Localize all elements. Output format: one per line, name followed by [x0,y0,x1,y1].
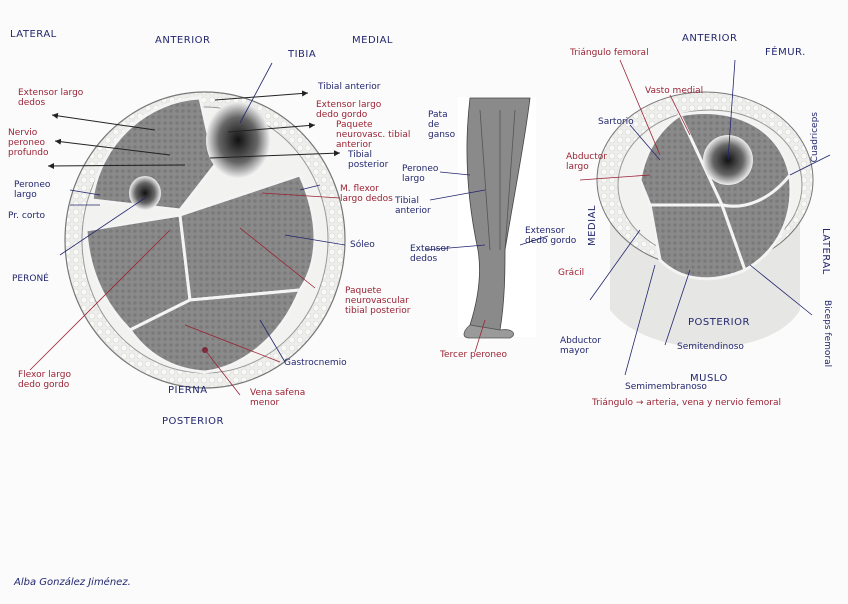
thigh-posterior-label: POSTERIOR [688,318,750,328]
label-tibial-anterior: Tibial anterior [318,82,381,92]
label-triangulo-femoral: Triángulo femoral [570,48,649,58]
label-gastrocnemio: Gastrocnemio [284,358,347,368]
label-middle-peroneo-largo: Peroneo largo [402,164,442,184]
leg-cross-section [65,92,345,388]
leg-anterior-illustration [458,97,536,338]
label-flexor-largo-dedo-gordo: Flexor largo dedo gordo [18,370,88,390]
label-biceps-femoral: Biceps femoral [818,300,832,367]
leg-anterior-label: ANTERIOR [155,36,210,46]
label-nervio-peroneo-profundo: Nervio peroneo profundo [8,128,60,158]
label-middle-extensor-dedo-gordo: Extensor dedo gordo [525,226,580,246]
label-extensor-largo-dedos: Extensor largo dedos [18,88,88,108]
label-paquete-neurovascular-tibial-posterior: Paquete neurovascular tibial posterior [345,286,415,316]
label-middle-tibial-anterior: Tibial anterior [395,196,435,216]
label-sartorio: Sartorio [598,117,634,127]
leg-lateral-label: LATERAL [10,30,57,40]
label-vasto-medial: Vasto medial [645,86,703,96]
thigh-medial-label: MEDIAL [588,205,598,246]
leg-posterior-label: POSTERIOR [162,417,224,427]
label-semitendinoso: Semitendinoso [677,342,744,352]
thigh-triangulo-note: Triángulo → arteria, vena y nervio femor… [592,398,781,408]
leg-medial-label: MEDIAL [352,36,393,46]
label-peroneo-corto: Pr. corto [8,211,45,221]
signature: Alba González Jiménez. [14,578,131,588]
label-middle-extensor-dedos: Extensor dedos [410,244,450,264]
label-extensor-largo-dedo-gordo: Extensor largo dedo gordo [316,100,396,120]
label-abductor-mayor: Abductor mayor [560,336,610,356]
thigh-cuadriceps-label: Cuadriceps [810,112,824,162]
thigh-femur-label: FÉMUR. [765,48,806,58]
leg-tibia-label: TIBIA [288,50,316,60]
label-perone: PERONÉ [12,274,49,284]
label-tibial-posterior: Tibial posterior [348,150,400,170]
label-abductor-largo: Abductor largo [566,152,614,172]
label-peroneo-largo: Peroneo largo [14,180,62,200]
leg-pierna-label: PIERNA [168,386,208,396]
thigh-lateral-label: LATERAL [820,228,830,275]
label-tercer-peroneo: Tercer peroneo [440,350,507,360]
label-paquete-neurovascular-tibial-anterior: Paquete neurovasc. tibial anterior [336,120,418,150]
label-gracil: Grácil [558,268,584,278]
thigh-cross-section [597,92,813,348]
label-soleo: Sóleo [350,240,375,250]
label-semimembranoso: Semimembranoso [625,382,707,392]
label-flexor-largo-dedos: M. flexor largo dedos [340,184,400,204]
label-pata-de-ganso: Pata de ganso [428,110,458,140]
label-vena-safena-menor: Vena safena menor [250,388,320,408]
thigh-anterior-label: ANTERIOR [682,34,737,44]
